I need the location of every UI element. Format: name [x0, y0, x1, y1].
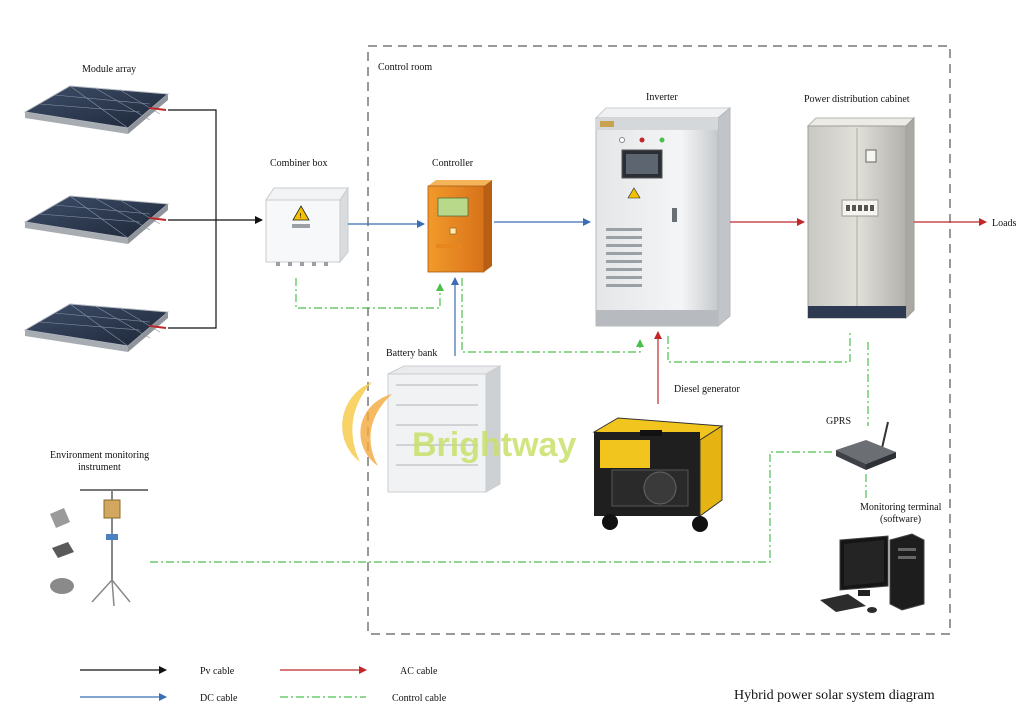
controller — [427, 180, 492, 273]
diagram-title: Hybrid power solar system diagram — [734, 688, 935, 703]
env-monitoring-label-line2: instrument — [78, 462, 121, 473]
combiner-box-label: Combiner box — [270, 158, 328, 169]
solar-panel-3 — [23, 303, 170, 352]
module-array-label: Module array — [82, 64, 136, 75]
control-room-label: Control room — [378, 62, 432, 73]
control-cables — [150, 278, 869, 563]
legend-pv-cable-label: Pv cable — [200, 666, 235, 677]
solar-panel-1 — [23, 85, 170, 134]
monitoring-terminal-label-line1: Monitoring terminal — [860, 502, 942, 513]
control-cable-controller-inverter — [461, 278, 644, 353]
env-monitoring-label-line1: Environment monitoring — [50, 450, 149, 461]
legend: Pv cable AC cable DC cable Control cable — [80, 666, 447, 704]
monitoring-terminal — [820, 533, 925, 613]
watermark-text: Brightway — [412, 426, 576, 464]
diesel-generator — [592, 417, 724, 532]
battery-bank-label: Battery bank — [386, 348, 437, 359]
monitoring-terminal-label-line2: (software) — [880, 514, 921, 525]
control-room-border — [367, 45, 951, 635]
pv-cables — [168, 109, 263, 329]
inverter-label: Inverter — [646, 92, 678, 103]
gprs-router — [836, 421, 896, 470]
control-cable-env-to-gprs — [150, 451, 832, 563]
inverter — [594, 106, 732, 328]
diesel-generator-label: Diesel generator — [674, 384, 740, 395]
solar-panel-2 — [23, 195, 170, 244]
control-cable-combiner-controller — [295, 278, 444, 309]
brightway-watermark-logo — [342, 382, 392, 466]
environment-monitoring-instrument — [50, 489, 148, 607]
loads-label: Loads — [992, 218, 1017, 229]
controller-label: Controller — [432, 158, 474, 169]
power-distribution-cabinet-label: Power distribution cabinet — [804, 94, 910, 105]
combiner-box: ! — [265, 186, 349, 266]
control-cable-inverter-cabinet — [667, 332, 851, 363]
legend-dc-cable-label: DC cable — [200, 693, 238, 704]
legend-ac-cable-label: AC cable — [400, 666, 438, 677]
legend-control-cable-label: Control cable — [392, 693, 447, 704]
battery-bank — [387, 365, 502, 493]
svg-text:!: ! — [299, 212, 302, 220]
power-distribution-cabinet — [806, 116, 916, 320]
gprs-label: GPRS — [826, 416, 851, 427]
